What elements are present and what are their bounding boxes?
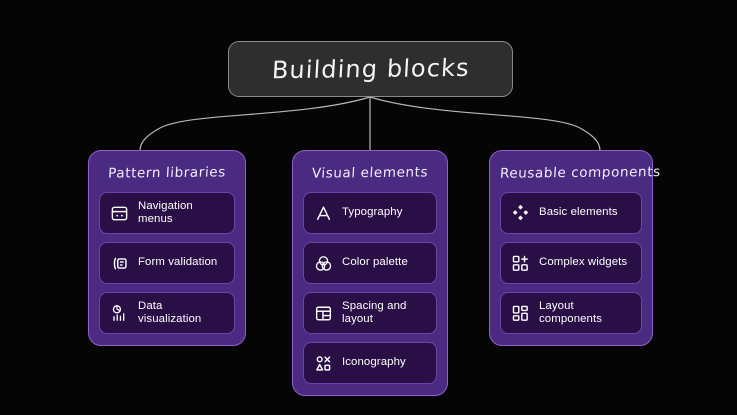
list-item[interactable]: Iconography (303, 342, 437, 384)
form-field-icon (109, 253, 129, 273)
list-item[interactable]: Color palette (303, 242, 437, 284)
branch-item-list: Navigation menus Form validation (99, 192, 235, 334)
list-item-label: Iconography (342, 356, 406, 369)
branch-card-visual-elements[interactable]: Visual elements Typography (292, 150, 448, 396)
list-item[interactable]: Navigation menus (99, 192, 235, 234)
four-diamonds-icon (510, 203, 530, 223)
letter-a-icon (313, 203, 333, 223)
branch-title: Visual elements (311, 164, 429, 182)
list-item-label: Form validation (138, 256, 218, 269)
branch-title: Pattern libraries (107, 164, 227, 182)
list-item[interactable]: Spacing and layout (303, 292, 437, 334)
branch-card-reusable-components[interactable]: Reusable components Basic elements (489, 150, 662, 346)
list-item-label: Color palette (342, 256, 408, 269)
list-item-label: Complex widgets (539, 256, 628, 269)
list-item-label: Typography (342, 206, 403, 219)
window-menu-icon (109, 203, 129, 223)
grid-plus-icon (510, 253, 530, 273)
branch-card-pattern-libraries[interactable]: Pattern libraries Navigation menus (88, 150, 246, 346)
root-node[interactable]: Building blocks (228, 41, 513, 97)
connector-to-reusable-components (369, 96, 601, 152)
layout-grid-icon (313, 303, 333, 323)
venn-circles-icon (313, 253, 333, 273)
list-item[interactable]: Data visualization (99, 292, 235, 334)
shapes-icon (313, 353, 333, 373)
connector-to-pattern-libraries (139, 96, 371, 152)
list-item-label: Spacing and layout (342, 299, 407, 325)
list-item[interactable]: Basic elements (500, 192, 642, 234)
list-item[interactable]: Layout components (500, 292, 642, 334)
list-item-label: Data visualization (138, 299, 202, 325)
branch-item-list: Typography Color palette (303, 192, 437, 384)
grid-blocks-icon (510, 303, 530, 323)
chart-pie-bar-icon (109, 303, 129, 323)
list-item-label: Navigation menus (138, 199, 193, 225)
branch-item-list: Basic elements Complex widgets (500, 192, 642, 334)
list-item[interactable]: Typography (303, 192, 437, 234)
list-item-label: Layout components (539, 299, 603, 325)
branch-title: Reusable components (499, 164, 662, 182)
list-item[interactable]: Form validation (99, 242, 235, 284)
page-title: Building blocks (270, 53, 471, 85)
list-item[interactable]: Complex widgets (500, 242, 642, 284)
list-item-label: Basic elements (539, 206, 618, 219)
